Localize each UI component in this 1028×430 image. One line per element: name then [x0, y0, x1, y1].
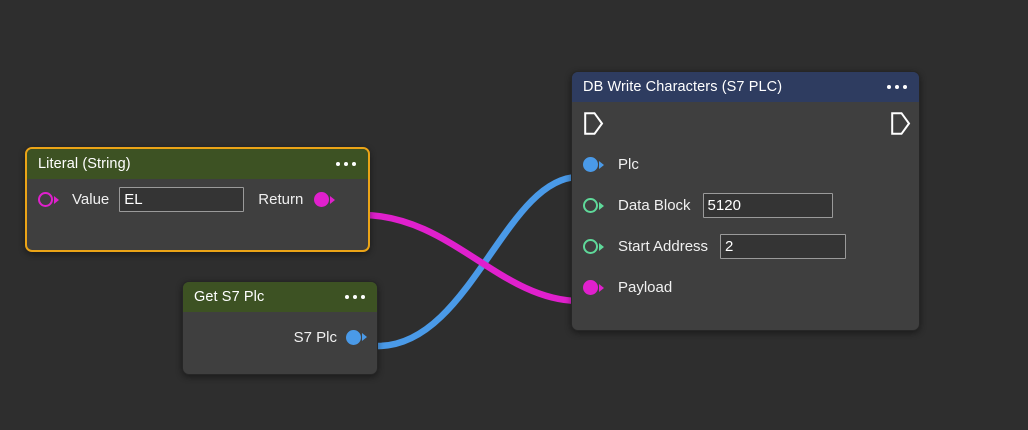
- node-title: Get S7 Plc: [194, 289, 265, 305]
- pin-row-plc: Plc: [572, 144, 919, 185]
- input-pin-data-block[interactable]: [583, 198, 604, 213]
- node-body: Value Return: [27, 179, 368, 220]
- node-header[interactable]: Literal (String): [27, 149, 368, 179]
- pin-label-start-address: Start Address: [618, 238, 709, 255]
- wire-s7plc-to-plc: [374, 173, 582, 350]
- node-title: DB Write Characters (S7 PLC): [583, 79, 783, 95]
- pin-label-s7-plc: S7 Plc: [293, 328, 337, 346]
- output-pin-return[interactable]: [314, 192, 336, 207]
- pin-row-s7-plc: S7 Plc: [183, 312, 377, 362]
- exec-out-pin[interactable]: [890, 111, 911, 136]
- pin-row-value: Value Return: [27, 179, 368, 220]
- exec-in-pin[interactable]: [583, 111, 604, 136]
- node-body: Plc Data Block Start Address: [572, 102, 919, 308]
- pin-row-start-address: Start Address: [572, 226, 919, 267]
- node-body: S7 Plc: [183, 312, 377, 362]
- input-pin-plc[interactable]: [583, 157, 604, 172]
- value-input-field[interactable]: [119, 187, 245, 212]
- node-title: Literal (String): [38, 156, 131, 172]
- pin-label-payload: Payload: [618, 279, 673, 296]
- node-literal-string[interactable]: Literal (String) Value Return: [25, 147, 370, 252]
- wire-return-to-payload: [358, 211, 582, 305]
- exec-row: [572, 102, 919, 144]
- node-header[interactable]: Get S7 Plc: [183, 282, 377, 312]
- pin-label-value: Value: [72, 191, 110, 208]
- node-db-write-characters[interactable]: DB Write Characters (S7 PLC) Plc: [571, 71, 920, 331]
- kebab-menu-icon[interactable]: [885, 81, 910, 94]
- output-pin-s7-plc[interactable]: [346, 329, 367, 345]
- pin-row-payload: Payload: [572, 267, 919, 308]
- pin-label-plc: Plc: [618, 156, 639, 173]
- start-address-input-field[interactable]: [720, 234, 847, 259]
- input-pin-value[interactable]: [38, 192, 59, 207]
- data-block-input-field[interactable]: [702, 193, 833, 218]
- input-pin-start-address[interactable]: [583, 239, 604, 254]
- node-header[interactable]: DB Write Characters (S7 PLC): [572, 72, 919, 102]
- pin-label-return: Return: [258, 191, 304, 208]
- pin-label-data-block: Data Block: [618, 197, 691, 214]
- input-pin-payload[interactable]: [583, 280, 604, 295]
- kebab-menu-icon[interactable]: [334, 158, 359, 171]
- pin-row-data-block: Data Block: [572, 185, 919, 226]
- kebab-menu-icon[interactable]: [343, 291, 368, 304]
- node-get-s7-plc[interactable]: Get S7 Plc S7 Plc: [182, 281, 378, 375]
